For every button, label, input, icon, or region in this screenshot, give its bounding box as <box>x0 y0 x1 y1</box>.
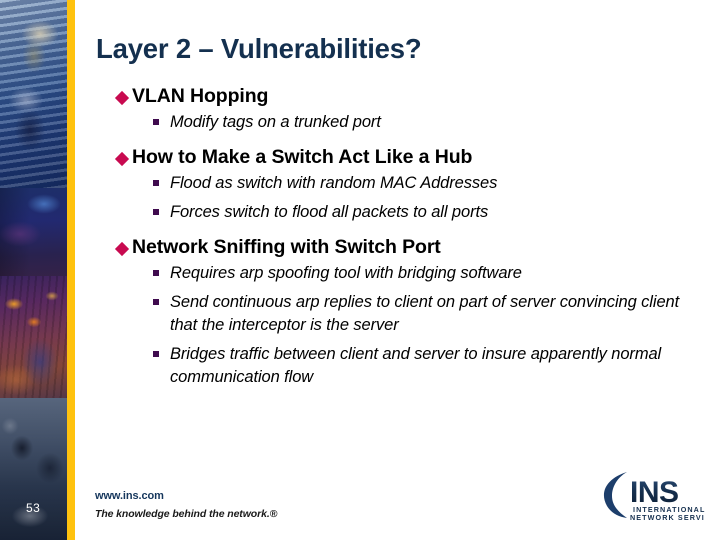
logo-wordmark: INS <box>630 476 679 509</box>
square-bullet-icon <box>153 269 159 276</box>
sub-bullet-group: Modify tags on a trunked port <box>96 111 696 134</box>
photo-band-meeting-table <box>0 398 67 540</box>
bullet-block: How to Make a Switch Act Like a Hub Floo… <box>96 145 696 224</box>
logo-subtitle-line2: NETWORK SERVICES <box>630 513 705 522</box>
photo-overlay-wash <box>0 0 67 540</box>
diamond-bullet-icon <box>114 90 130 106</box>
photo-band-business-blinds <box>0 0 67 196</box>
bullet-level2: Forces switch to flood all packets to al… <box>96 201 696 224</box>
gold-divider-rule <box>67 0 75 540</box>
square-bullet-icon <box>153 119 159 125</box>
logo-subtitle-line1: INTERNATIONAL <box>633 505 705 514</box>
bullet-block: Network Sniffing with Switch Port Requir… <box>96 235 696 389</box>
bullet-level2: Bridges traffic between client and serve… <box>96 343 696 388</box>
logo-swoosh-icon <box>603 472 627 518</box>
bullet-level1: VLAN Hopping <box>96 84 696 109</box>
photo-band-trading-floor <box>0 276 67 408</box>
bullet-level1: Network Sniffing with Switch Port <box>96 235 696 260</box>
square-bullet-icon <box>153 179 159 186</box>
bullet-level1-label: VLAN Hopping <box>132 85 269 107</box>
bullet-level2-label: Flood as switch with random MAC Addresse… <box>170 173 498 192</box>
diamond-bullet-icon <box>114 241 130 256</box>
sidebar-photo-strip <box>0 0 67 540</box>
page-title: Layer 2 – Vulnerabilities? <box>96 33 422 64</box>
bullet-list: VLAN Hopping Modify tags on a trunked po… <box>96 84 696 388</box>
bullet-level1-label: Network Sniffing with Switch Port <box>132 235 441 258</box>
square-bullet-icon <box>153 351 159 357</box>
bullet-block: VLAN Hopping Modify tags on a trunked po… <box>96 84 696 134</box>
slide-number: 53 <box>26 501 41 515</box>
bullet-level2-label: Requires arp spoofing tool with bridging… <box>170 263 522 282</box>
square-bullet-icon <box>153 209 159 215</box>
bullet-level2-label: Forces switch to flood all packets to al… <box>170 203 489 221</box>
bullet-level2: Modify tags on a trunked port <box>96 111 696 134</box>
bullet-level2: Requires arp spoofing tool with bridging… <box>96 262 696 285</box>
sub-bullet-group: Requires arp spoofing tool with bridging… <box>96 262 696 389</box>
ins-logo: INS INTERNATIONAL NETWORK SERVICES <box>597 468 705 524</box>
bullet-level2: Send continuous arp replies to client on… <box>96 291 696 336</box>
bullet-level2-label: Send continuous arp replies to client on… <box>170 293 680 334</box>
square-bullet-icon <box>153 299 159 305</box>
bullet-level1: How to Make a Switch Act Like a Hub <box>96 145 696 170</box>
bullet-level1-label: How to Make a Switch Act Like a Hub <box>132 145 473 168</box>
bullet-level2-label: Modify tags on a trunked port <box>170 113 381 131</box>
bullet-level2-label: Bridges traffic between client and serve… <box>170 345 662 386</box>
bullet-level2: Flood as switch with random MAC Addresse… <box>96 172 696 195</box>
photo-band-network-operations <box>0 188 67 284</box>
footer-url: www.ins.com <box>95 490 164 502</box>
footer-tagline: The knowledge behind the network.® <box>95 508 278 520</box>
sub-bullet-group: Flood as switch with random MAC Addresse… <box>96 172 696 224</box>
diamond-bullet-icon <box>114 151 130 166</box>
